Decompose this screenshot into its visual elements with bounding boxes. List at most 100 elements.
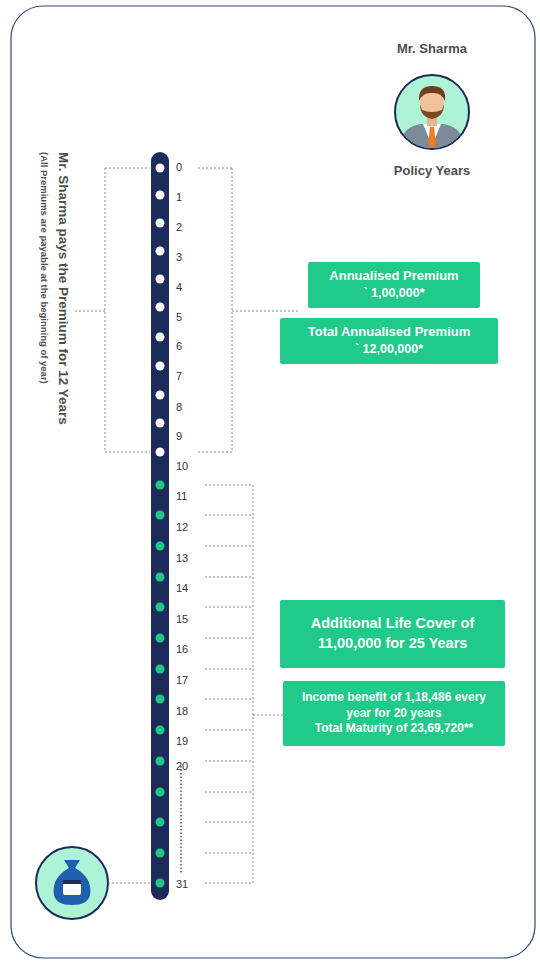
bracket-line (205, 546, 253, 547)
outer-frame (11, 6, 535, 958)
timeline-bar (151, 152, 169, 900)
year-dot (156, 247, 165, 256)
year-dot (156, 573, 165, 582)
year-dot (156, 164, 165, 173)
year-dot (156, 879, 165, 888)
box-heading: Total Annualised Premium (308, 324, 471, 341)
year-number: 15 (176, 613, 206, 626)
bracket-line (205, 730, 253, 731)
bracket-line (105, 168, 106, 452)
bracket-line (75, 311, 105, 312)
bracket-line (253, 715, 283, 716)
bracket-line (205, 822, 253, 823)
year-dot (156, 665, 165, 674)
year-dot (156, 788, 165, 797)
year-number: 2 (176, 221, 206, 234)
bracket-line (205, 577, 253, 578)
year-dot (156, 419, 165, 428)
bracket-line (205, 515, 253, 516)
bracket-line (205, 669, 253, 670)
year-number: 18 (176, 705, 206, 718)
year-dot (156, 634, 165, 643)
suit (400, 124, 464, 160)
year-dot (156, 448, 165, 457)
beard (420, 104, 444, 119)
year-dot (156, 303, 165, 312)
year-number: 13 (176, 552, 206, 565)
year-number: 8 (176, 401, 206, 414)
year-dot (156, 542, 165, 551)
box-heading: Income benefit of 1,18,486 every year fo… (299, 690, 489, 721)
year-number: 14 (176, 582, 206, 595)
year-dot (156, 333, 165, 342)
year-dot (156, 362, 165, 371)
bracket-line (205, 638, 253, 639)
year-number: 1 (176, 191, 206, 204)
year-dot (156, 191, 165, 200)
year-dot (156, 695, 165, 704)
bracket-line (198, 452, 232, 453)
bracket-line (253, 485, 254, 883)
calendar-top (63, 880, 81, 884)
year-number: 20 (176, 760, 206, 773)
money-bag-icon (36, 847, 151, 919)
person-figure (400, 86, 464, 160)
year-dot (156, 726, 165, 735)
box-heading: Annualised Premium (329, 268, 458, 285)
year-dot (156, 511, 165, 520)
year-number: 4 (176, 281, 206, 294)
box-value: ` 12,00,000* (355, 341, 423, 357)
bracket-line (205, 792, 253, 793)
premium-footnote: (All Premiums are payable at the beginni… (39, 152, 50, 384)
hair (419, 86, 445, 101)
box-value: ` 1,00,000* (363, 285, 424, 301)
bracket-line (232, 311, 300, 312)
tie (428, 127, 436, 150)
year-dot (156, 603, 165, 612)
bracket-line (105, 168, 150, 169)
bracket-line (205, 485, 253, 486)
bag-circle (36, 847, 108, 919)
bag (54, 860, 91, 905)
premium-dots (156, 164, 165, 457)
bracket-line (205, 761, 253, 762)
year-number: 10 (176, 460, 206, 473)
avatar-icon (395, 75, 469, 160)
year-number: 6 (176, 340, 206, 353)
bracket-line (232, 168, 233, 452)
bracket-line (198, 168, 232, 169)
bracket-line (205, 699, 253, 700)
benefit-box: Additional Life Cover of 11,00,000 for 2… (280, 600, 505, 668)
axis-title: Policy Years (392, 163, 472, 180)
bracket-line (205, 607, 253, 608)
box-heading: Additional Life Cover of 11,00,000 for 2… (293, 614, 493, 653)
year-dot (156, 391, 165, 400)
year-number: 16 (176, 643, 206, 656)
person-name: Mr. Sharma (362, 41, 502, 57)
year-number: 12 (176, 521, 206, 534)
premium-note: Mr. Sharma pays the Premium for 12 Years (55, 152, 71, 425)
year-number: 5 (176, 311, 206, 324)
gap-dots (180, 766, 182, 874)
leader-line (108, 883, 151, 884)
bracket-line (205, 853, 253, 854)
benefit-box: Annualised Premium` 1,00,000* (308, 262, 480, 308)
benefit-box: Total Annualised Premium` 12,00,000* (280, 318, 498, 364)
calendar (63, 880, 81, 895)
avatar-circle (395, 75, 469, 149)
brackets (75, 168, 300, 883)
benefit-box: Income benefit of 1,18,486 every year fo… (283, 681, 505, 746)
bracket-line (105, 452, 150, 453)
year-number: 0 (176, 161, 206, 174)
bracket-line (205, 883, 253, 884)
year-dot (156, 219, 165, 228)
year-dot (156, 757, 165, 766)
year-number: 9 (176, 430, 206, 443)
year-number: 7 (176, 370, 206, 383)
box-value: Total Maturity of 23,69,720** (315, 721, 474, 737)
year-dot (156, 481, 165, 490)
year-dot (156, 275, 165, 284)
year-dot (156, 818, 165, 827)
